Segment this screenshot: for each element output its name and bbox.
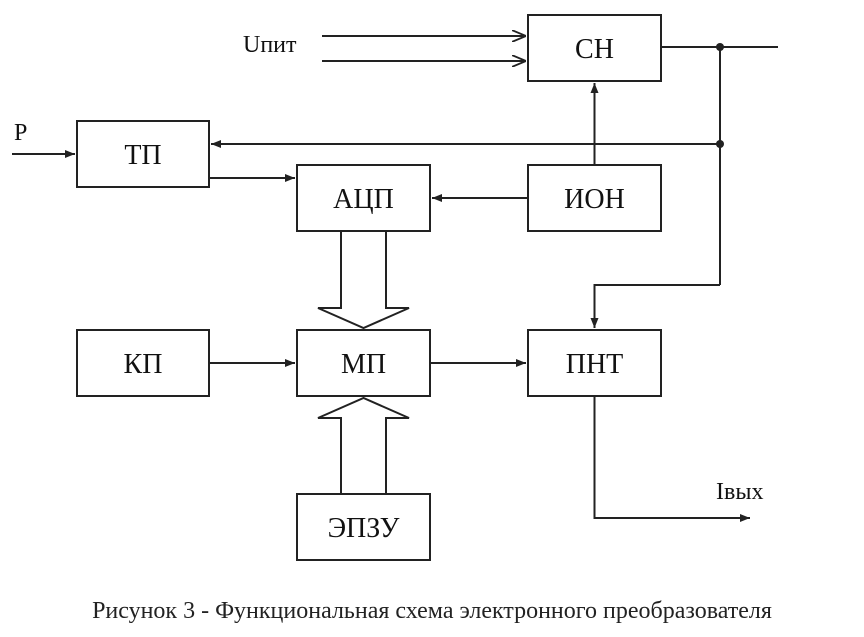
sn-output-bus: [661, 43, 778, 285]
figure-caption: Рисунок 3 - Функциональная схема электро…: [92, 598, 772, 624]
feed-to-pnt: [590, 284, 720, 328]
block-pnt-label: ПНТ: [566, 349, 624, 380]
block-kp: КП: [76, 329, 210, 397]
block-epzu: ЭПЗУ: [296, 493, 431, 561]
output-label: Iвых: [716, 479, 763, 505]
pressure-label: Р: [14, 120, 27, 146]
block-acp-label: АЦП: [333, 184, 394, 215]
block-tp-label: ТП: [124, 140, 161, 171]
block-acp: АЦП: [296, 164, 431, 232]
supply-input: Uпит: [243, 32, 526, 61]
block-tp: ТП: [76, 120, 210, 188]
block-mp: МП: [296, 329, 431, 397]
block-sn-label: СН: [575, 34, 614, 65]
block-pnt: ПНТ: [527, 329, 662, 397]
supply-label: Uпит: [243, 32, 297, 58]
epzu-to-mp-bus: [317, 396, 410, 494]
acp-to-mp-bus: [317, 231, 410, 330]
block-kp-label: КП: [124, 349, 163, 380]
block-sn: СН: [527, 14, 662, 82]
block-mp-label: МП: [341, 349, 386, 380]
block-ion-label: ИОН: [564, 184, 625, 215]
block-epzu-label: ЭПЗУ: [328, 513, 400, 544]
current-output: Iвых: [593, 396, 763, 522]
pressure-input: Р: [12, 120, 75, 158]
block-ion: ИОН: [527, 164, 662, 232]
